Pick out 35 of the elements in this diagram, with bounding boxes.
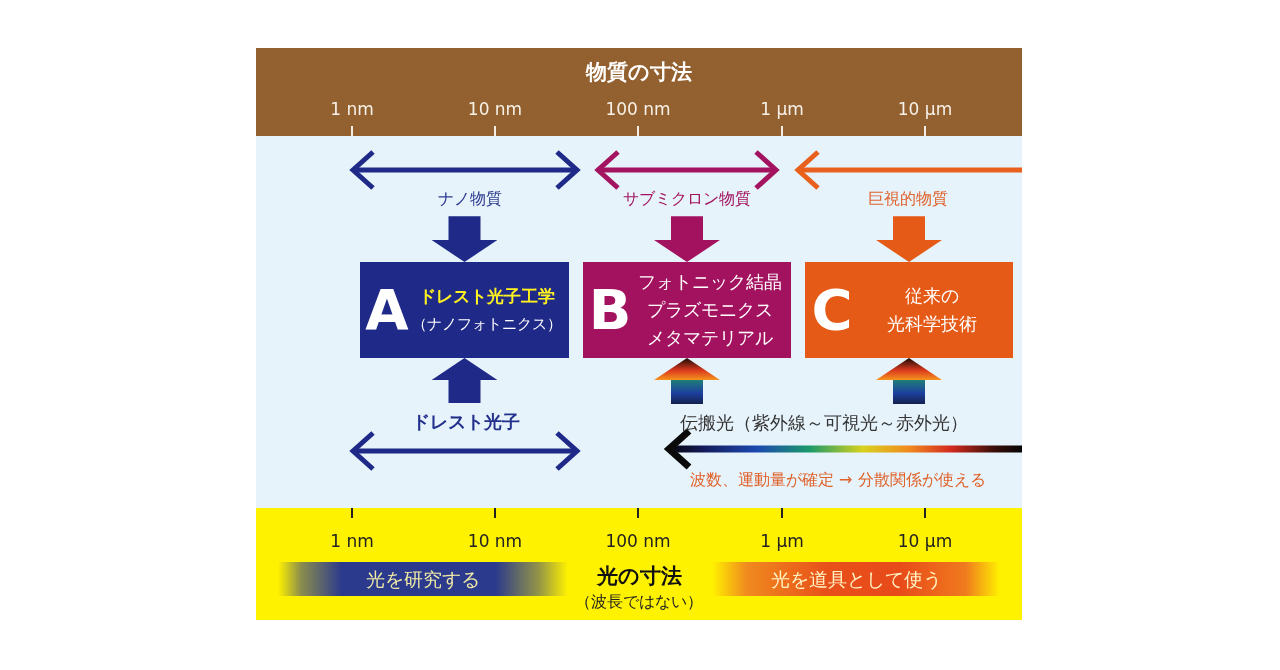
category-label: ナノ物質 [438, 189, 502, 209]
tick-label: 1 µm [760, 531, 804, 552]
tick-label: 1 nm [330, 99, 374, 120]
band-title: 光の寸法 [596, 564, 682, 590]
box-letter: A [365, 282, 409, 338]
tick-label: 100 nm [605, 99, 671, 120]
tick-label: 1 nm [330, 531, 374, 552]
tick-label: 10 nm [467, 531, 523, 552]
tick-label: 10 nm [467, 99, 523, 120]
light-label: ドレスト光子 [412, 411, 520, 433]
light-label: 伝搬光（紫外線～可視光～赤外光） [680, 412, 968, 434]
tick-label: 1 µm [760, 99, 804, 120]
gradient-bar: 光を道具として使う [712, 562, 1000, 596]
gradient-bar: 光を研究する [278, 562, 568, 596]
note-text: 波数、運動量が確定 → 分散関係が使える [690, 470, 986, 490]
category-box [583, 262, 791, 358]
category-label: サブミクロン物質 [623, 189, 751, 209]
category-label: 巨視的物質 [868, 189, 948, 209]
box-text: 従来の光科学技術 [885, 284, 978, 336]
band-subtitle: （波長ではない） [575, 592, 703, 612]
band-title: 物質の寸法 [586, 60, 692, 86]
category-box [805, 262, 1013, 358]
box-text: メタマテリアル [646, 326, 773, 350]
tick-label: 10 µm [897, 99, 953, 120]
category-box [360, 262, 569, 358]
scale-band [256, 48, 1022, 136]
scale-band [256, 508, 1022, 620]
box-letter: B [588, 282, 632, 338]
box-text: （ナノフォトニクス） [412, 314, 562, 335]
box-text: ドレスト光子工学 [419, 285, 555, 308]
tick-label: 100 nm [605, 531, 671, 552]
box-text: フォトニック結晶 [637, 270, 782, 294]
tick-label: 10 µm [897, 531, 953, 552]
box-letter: C [810, 282, 854, 338]
box-text: プラズモニクス [646, 298, 773, 322]
